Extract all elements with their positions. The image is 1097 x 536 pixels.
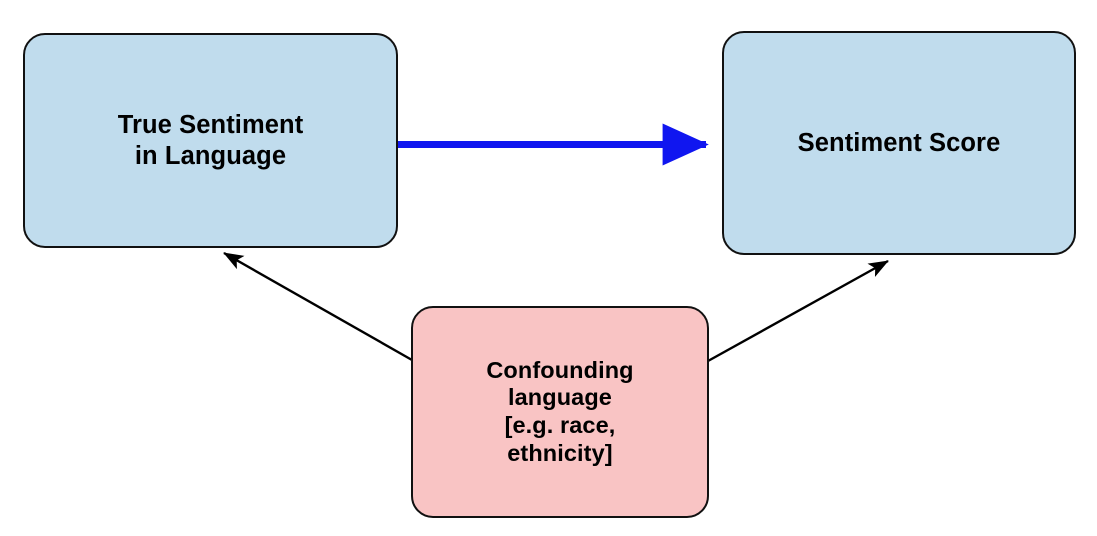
node-true-sentiment[interactable]: True Sentiment in Language [23, 33, 398, 248]
edge-confounding-to-true-sentiment [223, 251, 413, 362]
node-sentiment-score-label: Sentiment Score [797, 128, 1001, 157]
node-confounding-language[interactable]: Confounding language [e.g. race, ethnici… [411, 306, 709, 518]
node-confounding-language-label: Confounding language [e.g. race, ethnici… [486, 356, 634, 466]
node-true-sentiment-label: True Sentiment in Language [117, 111, 304, 170]
edge-confounding-to-sentiment-score [707, 259, 889, 363]
node-sentiment-score[interactable]: Sentiment Score [722, 31, 1076, 255]
